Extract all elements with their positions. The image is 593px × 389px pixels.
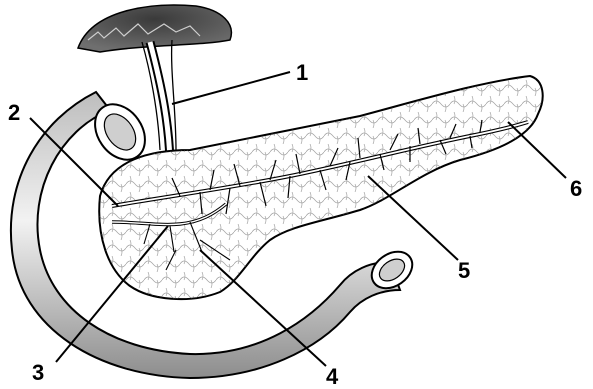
label-5: 5 <box>458 258 470 283</box>
leader-line-5 <box>368 176 458 260</box>
label-2: 2 <box>8 100 20 125</box>
leader-line-1 <box>172 72 290 104</box>
label-4: 4 <box>326 364 339 389</box>
label-3: 3 <box>32 360 44 385</box>
leader-line-6 <box>508 122 566 178</box>
label-1: 1 <box>296 60 308 85</box>
label-6: 6 <box>570 176 582 201</box>
